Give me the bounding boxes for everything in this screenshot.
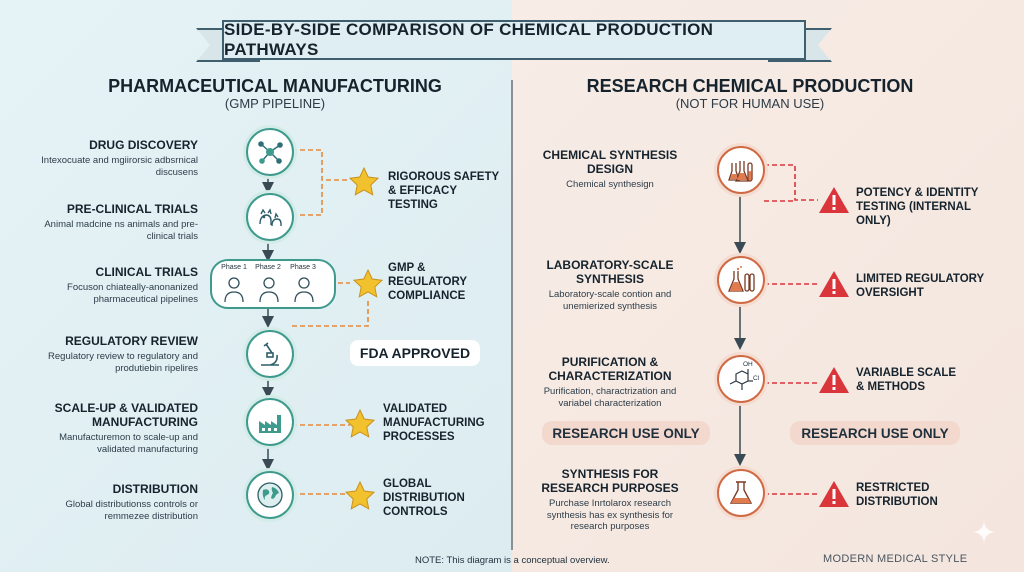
step-description: Global distributionss controls or remmez…: [65, 499, 198, 522]
step-description: Purchase Inrtolarox research synthesis h…: [546, 498, 674, 532]
step-description: Chemical synthesign: [566, 179, 654, 190]
note-safety-testing: RIGOROUS SAFETY & EFFICACY TESTING: [388, 171, 499, 211]
right-column-subtitle: (NOT FOR HUMAN USE): [675, 96, 825, 111]
warning-icon: [819, 481, 849, 507]
clinical-trials-phase-pill: [210, 259, 336, 309]
structure-icon: [717, 355, 765, 403]
step-title: PURIFICATION & CHARACTERIZATION: [548, 355, 672, 383]
page-title: SIDE-BY-SIDE COMPARISON OF CHEMICAL PROD…: [222, 20, 806, 60]
structure-label-oh: OH: [743, 361, 753, 368]
step-clinical-trials: CLINICAL TRIALS Focuson chiateally-anona…: [40, 265, 198, 305]
step-title: DRUG DISCOVERY: [89, 138, 198, 152]
flask-icon: [717, 469, 765, 517]
step-title: SYNTHESIS FOR RESEARCH PURPOSES: [541, 467, 679, 495]
molecule-icon: [246, 128, 294, 176]
warning-restricted-distribution: RESTRICTED DISTRIBUTION: [856, 482, 938, 508]
structure-label-cl: Cl: [753, 375, 760, 382]
warning-icon: [819, 367, 849, 393]
step-title: DISTRIBUTION: [112, 482, 198, 496]
note-gmp-compliance: GMP & REGULATORY COMPLIANCE: [388, 262, 467, 302]
factory-icon: [246, 398, 294, 446]
right-panel-background: [512, 0, 1024, 572]
step-description: Manufacturemon to scale-up and validated…: [59, 432, 198, 455]
note-distribution-controls: GLOBAL DISTRIBUTION CONTROLS: [383, 478, 465, 518]
star-icon: [348, 166, 380, 196]
step-pre-clinical-trials: PRE-CLINICAL TRIALS Animal madcine ns an…: [40, 202, 198, 242]
star-icon: [344, 408, 376, 438]
step-description: Purification, charactrization and variab…: [543, 386, 677, 409]
step-title: REGULATORY REVIEW: [65, 334, 198, 348]
warning-regulatory-oversight: LIMITED REGULATORY OVERSIGHT: [856, 273, 984, 299]
glassware-icon: [717, 146, 765, 194]
globe-icon: [246, 471, 294, 519]
sparkle-icon: [973, 521, 995, 543]
step-description: Regulatory review to regulatory and prod…: [48, 351, 198, 374]
center-divider: [511, 80, 513, 550]
step-purification: PURIFICATION & CHARACTERIZATION Purifica…: [540, 355, 680, 409]
flask-tubes-icon: [717, 256, 765, 304]
fda-approved-badge: FDA APPROVED: [350, 340, 480, 366]
step-title: CLINICAL TRIALS: [95, 265, 198, 279]
step-title: SCALE-UP & VALIDATED MANUFACTURING: [54, 401, 198, 429]
phase-label: Phase 2: [255, 264, 281, 271]
step-description: Laboratory-scale contion and unemierized…: [548, 289, 672, 312]
step-description: Intexocuate and mgiirorsic adbsrnical di…: [41, 155, 198, 178]
star-icon: [352, 268, 384, 298]
research-use-only-badge: RESEARCH USE ONLY: [542, 421, 710, 445]
step-scale-up: SCALE-UP & VALIDATED MANUFACTURING Manuf…: [40, 401, 198, 455]
right-column-title: RESEARCH CHEMICAL PRODUCTION: [586, 76, 914, 96]
footer-note: NOTE: This diagram is a conceptual overv…: [415, 555, 610, 566]
step-distribution: DISTRIBUTION Global distributionss contr…: [40, 482, 198, 522]
animals-icon: [246, 193, 294, 241]
note-validated-processes: VALIDATED MANUFACTURING PROCESSES: [383, 403, 485, 443]
warning-potency-testing: POTENCY & IDENTITY TESTING (INTERNAL ONL…: [856, 187, 979, 227]
star-icon: [344, 480, 376, 510]
step-title: LABORATORY-SCALE SYNTHESIS: [546, 258, 674, 286]
step-regulatory-review: REGULATORY REVIEW Regulatory review to r…: [40, 334, 198, 374]
microscope-icon: [246, 330, 294, 378]
research-use-only-badge: RESEARCH USE ONLY: [790, 421, 960, 445]
step-research-purposes: SYNTHESIS FOR RESEARCH PURPOSES Purchase…: [540, 467, 680, 533]
step-lab-synthesis: LABORATORY-SCALE SYNTHESIS Laboratory-sc…: [540, 258, 680, 312]
warning-variable-scale: VARIABLE SCALE & METHODS: [856, 367, 957, 393]
left-column-subtitle: (GMP PIPELINE): [224, 96, 326, 111]
warning-icon: [819, 187, 849, 213]
step-drug-discovery: DRUG DISCOVERY Intexocuate and mgiirorsi…: [40, 138, 198, 178]
step-title: PRE-CLINICAL TRIALS: [66, 202, 198, 216]
clinicians-icon: [224, 277, 314, 303]
step-description: Focuson chiateally-anonanized pharmaceut…: [67, 282, 198, 305]
phase-label: Phase 3: [290, 264, 316, 271]
phase-label: Phase 1: [221, 264, 247, 271]
style-label: MODERN MEDICAL STYLE: [823, 553, 968, 565]
warning-icon: [819, 271, 849, 297]
step-synthesis-design: CHEMICAL SYNTHESIS DESIGN Chemical synth…: [540, 148, 680, 191]
left-column-title: PHARMACEUTICAL MANUFACTURING: [108, 76, 442, 96]
step-description: Animal madcine ns animals and pre-clinic…: [44, 219, 198, 242]
step-title: CHEMICAL SYNTHESIS DESIGN: [542, 148, 678, 176]
